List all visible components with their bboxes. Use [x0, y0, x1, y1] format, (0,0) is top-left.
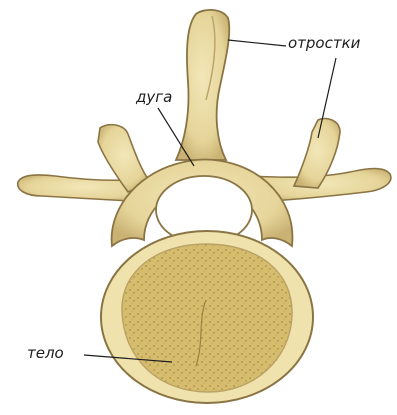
spinous-process — [176, 10, 229, 160]
leader-line-processes — [228, 40, 286, 46]
label-body: тело — [27, 344, 64, 362]
vertebral-body-cancellous — [122, 244, 292, 392]
label-processes: отростки — [288, 34, 360, 52]
label-arch: дуга — [136, 88, 172, 106]
